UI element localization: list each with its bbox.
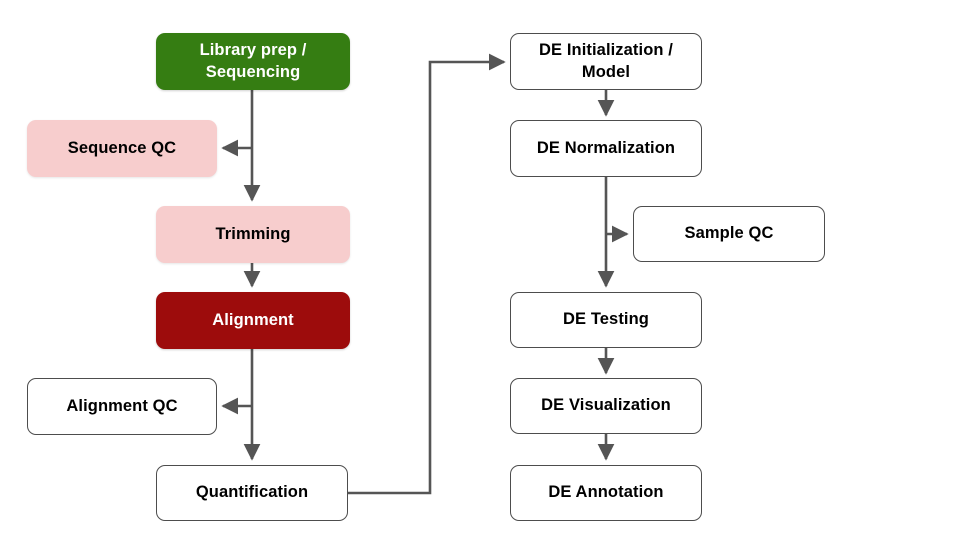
- node-sequence-qc[interactable]: Sequence QC: [27, 120, 217, 177]
- node-de-initialization-model[interactable]: DE Initialization / Model: [510, 33, 702, 90]
- node-de-normalization[interactable]: DE Normalization: [510, 120, 702, 177]
- node-quantification[interactable]: Quantification: [156, 465, 348, 521]
- node-trimming[interactable]: Trimming: [156, 206, 350, 263]
- node-alignment[interactable]: Alignment: [156, 292, 350, 349]
- node-de-visualization[interactable]: DE Visualization: [510, 378, 702, 434]
- node-de-testing[interactable]: DE Testing: [510, 292, 702, 348]
- node-de-annotation[interactable]: DE Annotation: [510, 465, 702, 521]
- node-alignment-qc[interactable]: Alignment QC: [27, 378, 217, 435]
- node-sample-qc[interactable]: Sample QC: [633, 206, 825, 262]
- edge-quantification-to-de-initialization: [348, 53, 506, 495]
- node-library-prep-sequencing[interactable]: Library prep / Sequencing: [156, 33, 350, 90]
